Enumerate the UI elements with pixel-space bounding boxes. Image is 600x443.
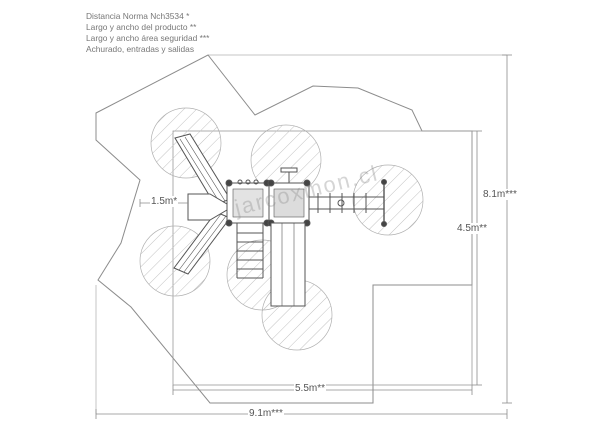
straight-slide bbox=[270, 222, 306, 307]
dim-norm-distance: 1.5m* bbox=[150, 196, 179, 207]
play-structure bbox=[173, 133, 387, 307]
legend-product-size: Largo y ancho del producto ** bbox=[86, 22, 197, 33]
dimension-lines bbox=[95, 54, 512, 419]
dim-safety-width: 9.1m*** bbox=[248, 408, 284, 419]
legend-norm-distance: Distancia Norma Nch3534 * bbox=[86, 11, 190, 21]
dim-product-width: 5.5m** bbox=[294, 383, 327, 394]
legend: Distancia Norma Nch3534 * Largo y ancho … bbox=[86, 11, 209, 55]
legend-hatching: Achurado, entradas y salidas bbox=[86, 44, 195, 55]
legend-safety-area: Largo y ancho área seguridad *** bbox=[86, 33, 210, 44]
dim-product-length: 4.5m** bbox=[456, 223, 489, 234]
small-deck bbox=[187, 193, 233, 221]
tower-deck bbox=[267, 167, 311, 227]
product-outline bbox=[172, 130, 473, 386]
dim-safety-length: 8.1m*** bbox=[482, 189, 518, 200]
clearance-circle bbox=[352, 164, 424, 236]
ladder bbox=[236, 223, 264, 279]
monkey-bars bbox=[309, 179, 387, 227]
main-deck bbox=[225, 179, 271, 227]
safety-area-outline bbox=[95, 54, 473, 404]
